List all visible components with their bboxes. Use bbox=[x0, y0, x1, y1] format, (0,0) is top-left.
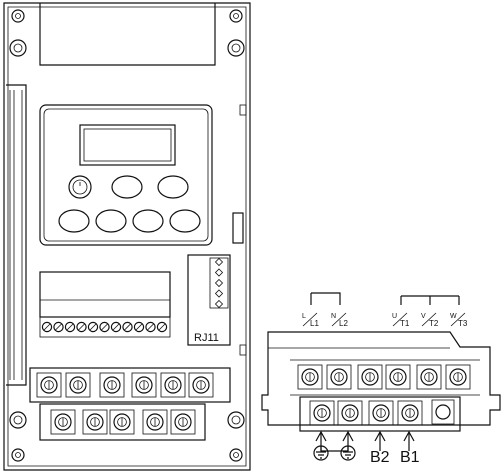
terminal-screw-icon bbox=[161, 373, 185, 397]
mounting-screw-icon bbox=[228, 412, 244, 428]
terminal-screw-icon bbox=[100, 373, 124, 397]
mounting-screw-icon bbox=[230, 10, 242, 22]
svg-text:L1: L1 bbox=[310, 319, 319, 328]
mounting-screw-icon bbox=[12, 10, 24, 22]
terminal-label: VT2 bbox=[421, 313, 439, 328]
terminal-screw-icon bbox=[37, 373, 61, 397]
mounting-screw-icon bbox=[230, 449, 242, 461]
control-terminal-screw-icon bbox=[146, 322, 155, 331]
svg-text:T3: T3 bbox=[458, 319, 468, 328]
front-view: RJ11 bbox=[4, 3, 250, 470]
keypad-button bbox=[96, 210, 126, 232]
housing-outline bbox=[4, 3, 250, 470]
mounting-screw-icon bbox=[10, 40, 26, 56]
terminal-screw-icon bbox=[369, 401, 393, 425]
control-terminal-screw-icon bbox=[54, 322, 63, 331]
terminal-screw-icon bbox=[298, 365, 322, 389]
svg-text:L2: L2 bbox=[339, 319, 348, 328]
svg-text:W: W bbox=[450, 313, 457, 320]
display-screen bbox=[80, 125, 175, 165]
terminal-screw-icon bbox=[83, 410, 107, 434]
keypad-panel bbox=[40, 105, 212, 245]
terminal-screw-icon bbox=[398, 401, 422, 425]
terminal-label: NL2 bbox=[331, 313, 348, 328]
svg-text:U: U bbox=[392, 313, 397, 320]
terminal-screw-icon bbox=[386, 365, 410, 389]
control-terminal-screw-icon bbox=[134, 322, 143, 331]
svg-text:L: L bbox=[302, 313, 306, 320]
ground-symbol-icon bbox=[314, 446, 328, 460]
keypad-button bbox=[59, 210, 89, 232]
keypad-button bbox=[158, 176, 188, 198]
terminal-screw-icon bbox=[327, 365, 351, 389]
potentiometer-knob-icon bbox=[69, 176, 91, 198]
keypad-button bbox=[170, 210, 200, 232]
terminal-screw-icon bbox=[338, 401, 362, 425]
svg-text:T1: T1 bbox=[400, 319, 410, 328]
control-terminal-screw-icon bbox=[88, 322, 97, 331]
control-terminal-screw-icon bbox=[42, 322, 51, 331]
mounting-screw-icon bbox=[12, 449, 24, 461]
mounting-screw-icon bbox=[10, 412, 26, 428]
side-view: L L1 NL2 UT1 VT2 WT3 B2 B1 bbox=[262, 293, 500, 466]
keypad-button bbox=[112, 176, 142, 198]
control-terminal-screw-icon bbox=[100, 322, 109, 331]
terminal-screw-icon bbox=[417, 365, 441, 389]
terminal-screw-icon bbox=[189, 373, 213, 397]
terminal-screw-icon bbox=[66, 373, 90, 397]
control-terminal-screw-icon bbox=[157, 322, 166, 331]
rj11-connector: RJ11 bbox=[188, 255, 230, 345]
mounting-screw-icon bbox=[228, 40, 244, 56]
keypad-button bbox=[133, 210, 163, 232]
terminal-screw-icon bbox=[171, 410, 195, 434]
terminal-label: WT3 bbox=[450, 313, 468, 328]
terminal-label: L L1 bbox=[302, 313, 319, 328]
svg-text:V: V bbox=[421, 313, 426, 320]
terminal-screw-icon bbox=[110, 410, 134, 434]
control-terminal-screw-icon bbox=[111, 322, 120, 331]
ground-symbol-icon bbox=[341, 446, 355, 460]
terminal-label: UT1 bbox=[392, 313, 410, 328]
svg-text:N: N bbox=[331, 313, 336, 320]
control-terminal-screw-icon bbox=[77, 322, 86, 331]
b1-label: B1 bbox=[400, 449, 420, 466]
rj11-label: RJ11 bbox=[194, 332, 219, 344]
svg-text:T2: T2 bbox=[429, 319, 439, 328]
terminal-screw-icon bbox=[51, 410, 75, 434]
terminal-screw-icon bbox=[446, 365, 470, 389]
terminal-screw-icon bbox=[310, 401, 334, 425]
terminal-screw-icon bbox=[358, 365, 382, 389]
control-terminal-strip bbox=[40, 317, 170, 337]
control-terminal-screw-icon bbox=[65, 322, 74, 331]
terminal-screw-icon bbox=[132, 373, 156, 397]
b2-label: B2 bbox=[370, 449, 390, 466]
control-terminal-screw-icon bbox=[123, 322, 132, 331]
terminal-screw-icon bbox=[143, 410, 167, 434]
